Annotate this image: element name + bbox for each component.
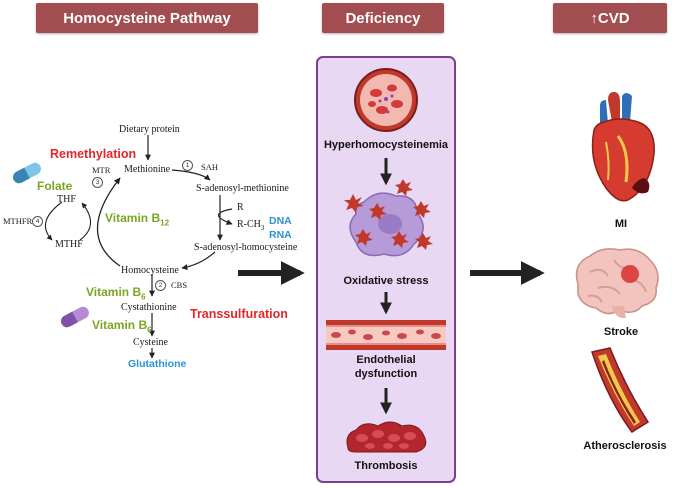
homocysteine-label: Homocysteine [121,265,179,276]
folate-pill-icon [13,162,41,184]
vitamin-b12-subscript: 12 [160,218,170,228]
thf-label: THF [57,194,76,205]
cystathionine-label: Cystathionine [121,302,177,313]
header-homocysteine-pathway: Homocysteine Pathway [36,3,258,33]
header-deficiency: Deficiency [322,3,444,33]
mtr-label: MTR [92,165,111,175]
endothelial-label-line1: Endothelial [356,354,416,366]
vitamin-pill-icon [61,306,89,328]
transsulfuration-label: Transsulfuration [190,307,288,321]
step-number-2: 2 [155,280,166,291]
stroke-label: Stroke [603,326,639,338]
methionine-label: Methionine [124,164,171,175]
vitamin-b6-subscript-a: 6 [141,292,146,302]
step-number-4: 4 [32,216,43,227]
vitamin-b6-subscript-b: 6 [147,325,152,335]
rna-label: RNA [269,229,292,241]
vitamin-b6-label-a: Vitamin B6 [86,285,146,301]
step-number-3: 3 [92,177,103,188]
heart-icon [591,92,655,202]
vitamin-b6-text-a: Vitamin B [86,285,142,299]
rch3-text: R-CH [237,219,261,230]
header-cvd: ↑CVD [553,3,667,33]
dietary-protein-label: Dietary protein [119,124,180,135]
endothelial-label-line2: dysfunction [354,368,418,380]
rch3-label: R-CH3 [237,219,264,232]
vitamin-b6-text-b: Vitamin B [92,318,148,332]
sam-label: S-adenosyl-methionine [196,183,289,194]
dna-label: DNA [269,215,292,227]
thrombosis-label: Thrombosis [354,460,418,472]
vitamin-b12-text: Vitamin B [105,211,161,225]
remethylation-label: Remethylation [50,147,137,161]
step-number-1: 1 [182,160,193,171]
vitamin-b6-label-b: Vitamin B6 [92,318,152,334]
thrombosis-clot-icon [346,421,427,453]
glutathione-label: Glutathione [128,358,187,370]
atherosclerosis-artery-icon [591,347,650,434]
rch3-subscript: 3 [260,224,265,232]
atherosclerosis-label: Atherosclerosis [583,440,667,452]
mi-label: MI [614,218,628,230]
oxidative-stress-cell-icon [344,179,433,257]
oxidative-stress-label: Oxidative stress [343,275,429,287]
cbs-label: CBS [171,280,188,290]
cysteine-label: Cysteine [133,337,168,348]
sah-full-label: S-adenosyl-homocysteine [194,242,298,253]
vitamin-b12-label: Vitamin B12 [105,211,169,227]
hyperhomocysteinemia-label: Hyperhomocysteinemia [323,139,449,151]
mthf-label: MTHF [55,239,83,250]
brain-stroke-icon [575,248,659,318]
folate-label: Folate [37,179,73,193]
hyperhomocysteinemia-cell-icon [354,68,418,132]
endothelial-vessel-icon [326,320,446,350]
r-label: R [237,202,244,213]
mthfr-label: MTHFR [3,216,33,226]
sah-label: SAH [201,162,219,172]
